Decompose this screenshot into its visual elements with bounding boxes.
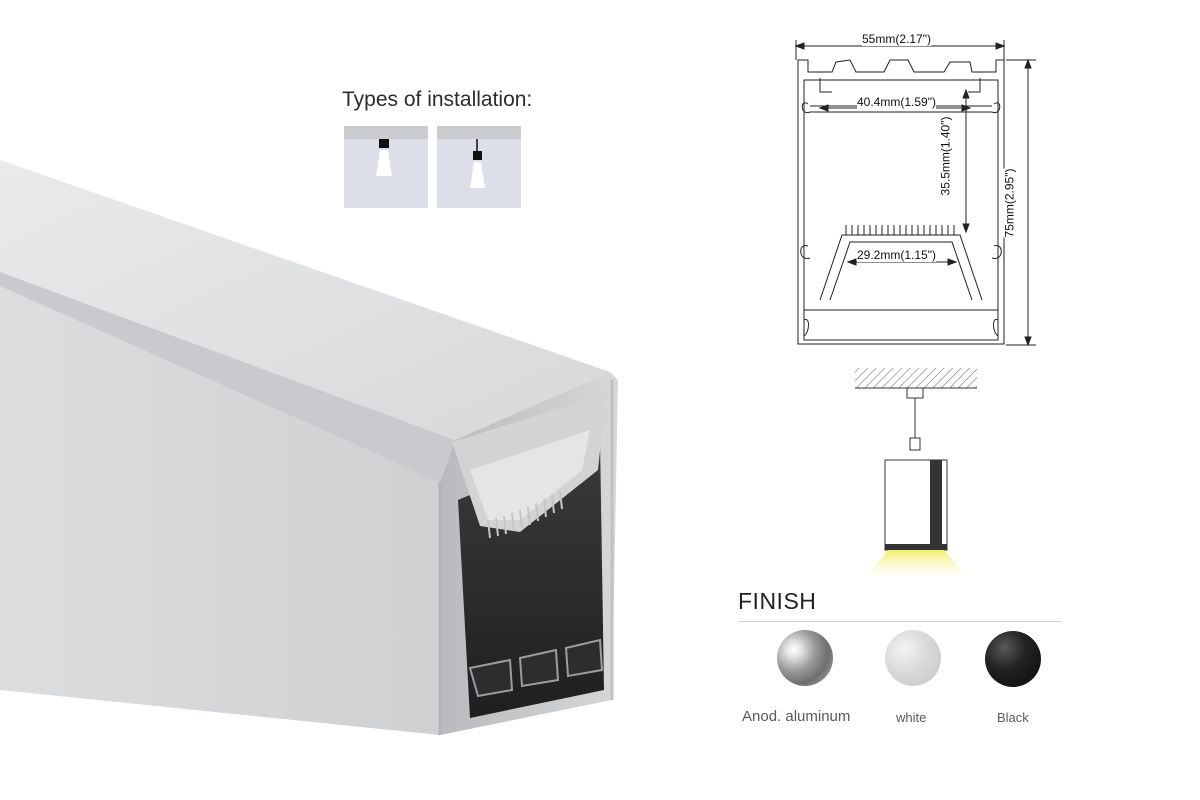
cable-gripper xyxy=(909,437,921,451)
installation-types-title: Types of installation: xyxy=(342,88,533,111)
finish-swatch-white xyxy=(885,630,941,686)
finish-title: FINISH xyxy=(738,588,817,614)
surface-mount-light-icon xyxy=(376,139,392,176)
finish-label-white: white xyxy=(896,710,927,725)
installation-pendant xyxy=(437,126,521,208)
pendant-light-icon xyxy=(470,139,485,188)
installation-surface-mounted xyxy=(344,126,428,208)
finish-label-anodized-aluminum: Anod. aluminum xyxy=(742,708,851,725)
light-beam xyxy=(864,550,970,580)
dimension-inner-depth: 35.5mm(1.40") xyxy=(938,116,953,196)
heatsink-fins xyxy=(487,490,563,539)
drawing-fins xyxy=(845,225,955,235)
aluminum-profile-image xyxy=(0,160,618,735)
dimension-inner-width: 40.4mm(1.59") xyxy=(857,95,936,109)
dimension-width: 55mm(2.17") xyxy=(862,32,931,46)
finish-swatch-black xyxy=(985,631,1041,687)
finish-label-black: Black xyxy=(997,710,1029,725)
ceiling-canopy xyxy=(906,387,924,399)
profile-top-surface xyxy=(0,160,610,440)
profile-side-face xyxy=(0,272,440,735)
diffuser-inner xyxy=(470,430,590,520)
dimension-base-width: 29.2mm(1.15") xyxy=(857,248,936,262)
ceiling-hatch xyxy=(855,368,977,388)
profile-edge xyxy=(0,272,455,482)
pendant-lamp-illustration xyxy=(855,368,977,580)
lamp-shadow xyxy=(930,460,942,550)
cross-section-drawing xyxy=(794,40,1036,347)
finish-swatch-anodized-aluminum xyxy=(777,630,833,686)
dimension-height: 75mm(2.95") xyxy=(1002,168,1017,238)
finish-divider xyxy=(738,621,1062,622)
bottom-rails xyxy=(468,638,604,698)
